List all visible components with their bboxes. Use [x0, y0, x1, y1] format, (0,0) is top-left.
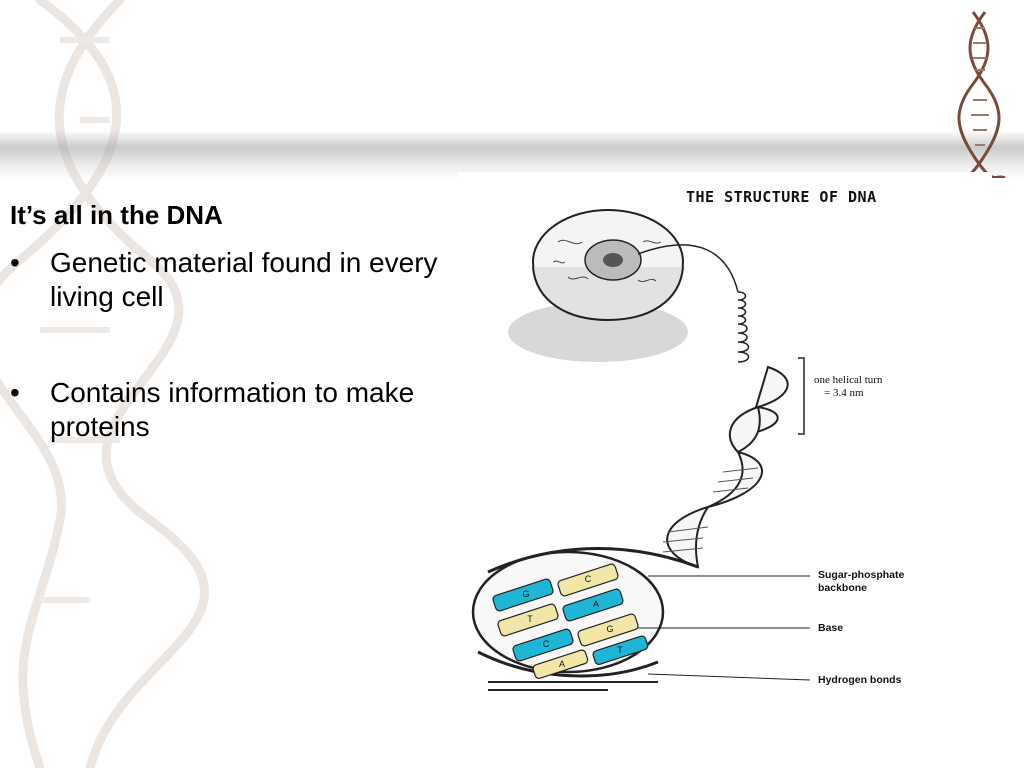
base-letter: G: [522, 589, 529, 599]
helical-turn-line1: one helical turn: [814, 374, 883, 386]
base-letter: G: [606, 624, 613, 634]
bullet-text: Genetic material found in every living c…: [50, 247, 438, 312]
grey-header-band: [0, 130, 1024, 180]
bullet-marker: •: [10, 377, 20, 408]
base-letter: C: [585, 574, 592, 584]
hydrogen-bonds-label: Hydrogen bonds: [818, 674, 902, 686]
bullet-list: • Genetic material found in every living…: [10, 246, 450, 506]
cell-drawing: [532, 209, 684, 322]
backbone-line1: Sugar-phosphate: [818, 569, 905, 581]
base-letter: A: [593, 599, 599, 609]
bullet-item: • Contains information to make proteins: [10, 376, 450, 444]
bullet-item: • Genetic material found in every living…: [10, 246, 450, 314]
base-label: Base: [818, 622, 844, 634]
base-letter: T: [617, 645, 623, 655]
base-letter: C: [543, 639, 550, 649]
helical-turn-label: one helical turn = 3.4 nm: [814, 374, 882, 400]
bullet-text: Contains information to make proteins: [50, 377, 415, 442]
slide-heading: It’s all in the DNA: [10, 200, 223, 230]
base-letter: T: [527, 614, 533, 624]
backbone-line2: backbone: [818, 582, 868, 594]
base-letter: A: [559, 659, 565, 669]
helical-turn-line2: = 3.4 nm: [824, 387, 864, 399]
backbone-label: Sugar-phosphate backbone: [818, 569, 904, 595]
bullet-marker: •: [10, 247, 20, 278]
dna-helix-decoration-icon: [957, 11, 1006, 178]
figure-title: THE STRUCTURE OF DNA: [686, 188, 877, 206]
